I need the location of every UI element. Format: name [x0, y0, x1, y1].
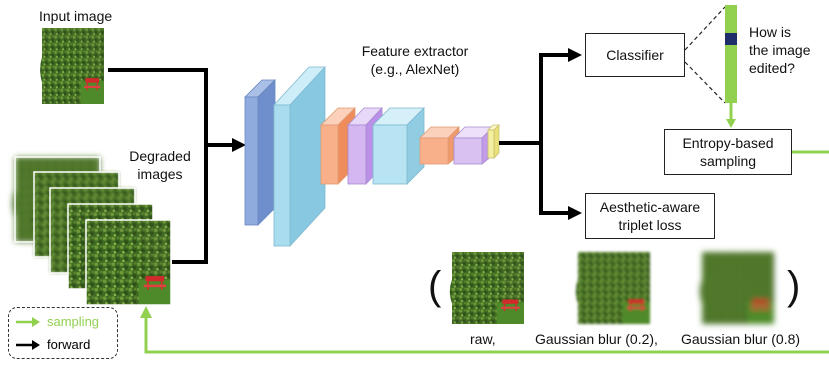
feature-extractor-label: Feature extractor (e.g., AlexNet) [361, 43, 469, 77]
classifier-output-bar [725, 5, 737, 103]
arrow-head [140, 306, 152, 318]
triplet-caption-raw: raw, [470, 331, 496, 347]
arrow-head [568, 48, 582, 62]
triplet-open-paren: ( [428, 264, 442, 308]
legend-forward-label: forward [47, 337, 91, 352]
triplet-blur-0-2-image [575, 252, 650, 324]
triplet-caption-blur-0-2: Gaussian blur (0.2), [535, 331, 658, 347]
legend-sampling-arrow [16, 317, 40, 327]
classifier-box: Classifier [585, 33, 685, 77]
zoom-lines [684, 6, 726, 104]
arrow-head [568, 206, 582, 220]
degraded-image-stack [12, 156, 172, 306]
feature-extractor-network [244, 65, 500, 248]
arrow-head [232, 138, 246, 152]
edit-question-label: How is the image edited? [749, 24, 811, 76]
triplet-caption-blur-0-8: Gaussian blur (0.8) [681, 331, 801, 347]
forward-arrows [108, 68, 232, 264]
input-image [40, 28, 104, 104]
entropy-sampling-box: Entropy-based sampling [664, 129, 792, 175]
input-image-label: Input image [39, 8, 113, 24]
degraded-image [83, 220, 171, 305]
triplet-blur-0-8-image [699, 252, 774, 324]
triplet-close-paren: ) [787, 264, 801, 308]
branch-arrows [499, 53, 568, 215]
legend-forward-arrow [16, 340, 40, 350]
degraded-images-label: Degraded images [129, 148, 191, 182]
triplet-loss-box: Aesthetic-aware triplet loss [585, 193, 715, 239]
triplet-raw-image [449, 252, 524, 324]
legend-sampling-label: sampling [47, 314, 100, 329]
sampling-arrows [144, 103, 829, 354]
legend-box: sampling forward [8, 307, 118, 359]
arrow-head [726, 119, 736, 128]
